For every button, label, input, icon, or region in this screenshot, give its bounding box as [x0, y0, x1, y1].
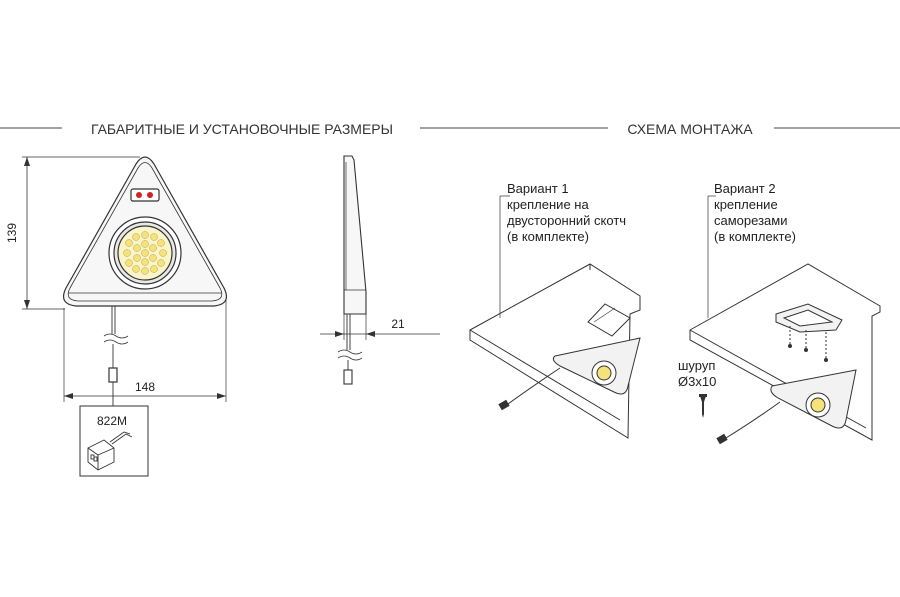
lamp-side-body [343, 155, 367, 315]
variant2-line1: крепление [714, 197, 778, 212]
variant1-title: Вариант 1 [507, 181, 569, 196]
variant1-line1: крепление на [507, 197, 589, 212]
dim-depth-label: 21 [391, 317, 405, 331]
variant2-title: Вариант 2 [714, 181, 776, 196]
dimensions-section-title: ГАБАРИТНЫЕ И УСТАНОВОЧНЫЕ РАЗМЕРЫ [91, 121, 393, 137]
screw-label: шуруп [678, 358, 716, 373]
tape-pad [587, 303, 631, 337]
dim-width-label: 148 [135, 380, 155, 394]
variant2-line2: саморезами [714, 213, 788, 228]
connector-plug [87, 431, 133, 471]
variant1-line2: двусторонний скотч [507, 213, 627, 228]
screw-icon [699, 394, 707, 418]
shelf-plate-2 [689, 263, 881, 441]
side-view [320, 155, 440, 385]
variant2-line3: (в комплекте) [714, 229, 796, 244]
variant1-illustration [469, 195, 641, 439]
connector-model-label: 822M [97, 414, 127, 428]
variant2-illustration [689, 195, 881, 445]
shelf-plate-1 [469, 263, 641, 439]
screw-size-label: Ø3x10 [678, 374, 717, 389]
led-cluster [123, 231, 167, 275]
dim-height-label: 139 [5, 223, 19, 243]
indicator-panel [130, 188, 160, 202]
front-view [22, 156, 227, 477]
variant1-line3: (в комплекте) [507, 229, 589, 244]
mounting-section-title: СХЕМА МОНТАЖА [627, 121, 753, 137]
